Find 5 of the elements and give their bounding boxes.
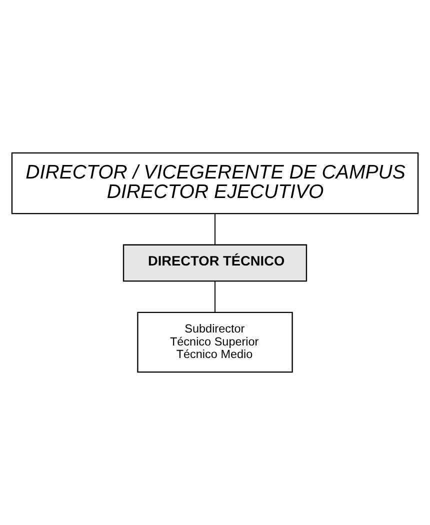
node-box: DIRECTOR / VICEGERENTE DE CAMPUS DIRECTOR EJECUTIVO [11,152,419,214]
connector [214,280,216,313]
connector [214,213,216,246]
node-box: DIRECTOR TÉCNICO [122,244,308,282]
node-box: Subdirector Técnico Superior Técnico Medio [137,312,293,373]
